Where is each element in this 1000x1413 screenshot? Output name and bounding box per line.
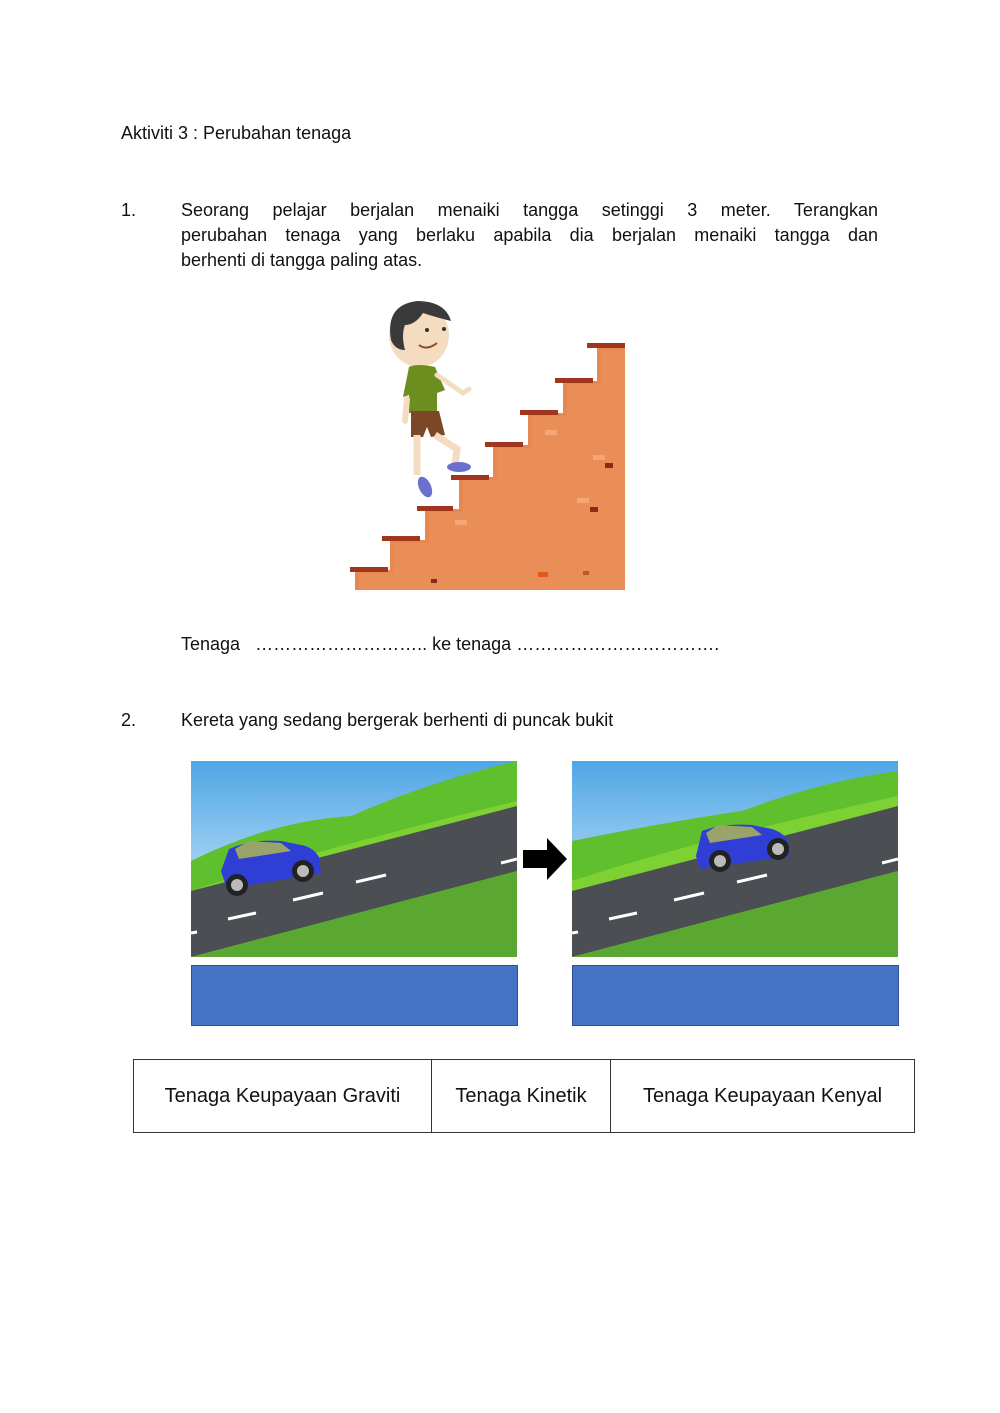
page-title: Aktiviti 3 : Perubahan tenaga <box>121 123 352 143</box>
question-2-number: 2. <box>121 710 137 730</box>
question-1-answer-line: Tenaga ……………………….. ke tenaga ……………………………… <box>181 632 719 657</box>
question-1-text: Seorang pelajar berjalan menaiki tangga … <box>181 198 878 273</box>
question-1-number: 1. <box>121 200 137 220</box>
car-stopped-at-hilltop-image <box>572 761 898 957</box>
question-1-line-3: berhenti di tangga paling atas. <box>181 250 423 270</box>
car-moving-up-hill-image <box>191 761 517 957</box>
option-elastic-potential-energy[interactable]: Tenaga Keupayaan Kenyal <box>610 1059 915 1133</box>
option-kinetic-energy[interactable]: Tenaga Kinetik <box>431 1059 611 1133</box>
answer-blank-2[interactable]: ……………………………. <box>516 634 720 654</box>
answer-middle: ke tenaga <box>432 634 512 654</box>
answer-prefix: Tenaga <box>181 634 241 654</box>
drop-zone-scene-2[interactable] <box>572 965 899 1026</box>
answer-blank-1[interactable]: ……………………….. <box>255 634 428 654</box>
question-1-line-1: Seorang pelajar berjalan menaiki tangga … <box>181 200 878 220</box>
boy-climbing-stairs-image <box>350 301 625 590</box>
drop-zone-scene-1[interactable] <box>191 965 518 1026</box>
question-2-text: Kereta yang sedang bergerak berhenti di … <box>181 710 614 730</box>
question-1-line-2: perubahan tenaga yang berlaku apabila di… <box>181 225 878 245</box>
option-gravitational-potential-energy[interactable]: Tenaga Keupayaan Graviti <box>133 1059 432 1133</box>
energy-options-table: Tenaga Keupayaan Graviti Tenaga Kinetik … <box>133 1059 915 1133</box>
right-arrow-icon <box>523 838 567 880</box>
